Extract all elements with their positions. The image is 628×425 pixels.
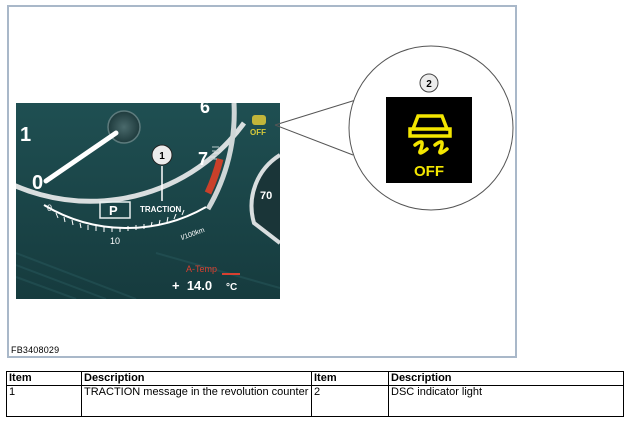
gauge-scale-label: 0 xyxy=(47,203,52,213)
tach-number: 1 xyxy=(20,124,31,146)
instrument-cluster-image: 1 0 6 7 0 10 l/100km P TRACTION 1 A-Temp… xyxy=(16,103,280,299)
table-row: 1 TRACTION message in the revolution cou… xyxy=(6,385,624,417)
small-dsc-off-label: OFF xyxy=(250,128,266,137)
ambient-temp-value: + 14.0 xyxy=(172,278,212,293)
callout-number-2: 2 xyxy=(426,79,432,90)
legend-table: Item Description Item Description 1 TRAC… xyxy=(6,371,624,417)
tach-number: 6 xyxy=(200,103,210,117)
car-skid-icon xyxy=(408,114,452,155)
dsc-indicator-callout: 2 OFF xyxy=(274,45,514,211)
ambient-temp-label: A-Temp xyxy=(186,264,217,274)
speed-number: 70 xyxy=(260,190,272,202)
legend-cell: 2 xyxy=(311,385,389,417)
legend-header-cell: Description xyxy=(81,371,312,386)
gauge-scale-label: 10 xyxy=(110,236,120,246)
legend-cell: 1 xyxy=(6,385,82,417)
legend-cell: TRACTION message in the revolution count… xyxy=(81,385,312,417)
gear-indicator: P xyxy=(109,203,118,218)
ambient-temp-unit: °C xyxy=(226,282,237,293)
dsc-indicator-tile xyxy=(386,97,472,183)
figure-id: FB3408029 xyxy=(11,345,60,355)
callout-number-1: 1 xyxy=(159,151,165,162)
legend-header-cell: Description xyxy=(388,371,624,386)
legend-cell: DSC indicator light xyxy=(388,385,624,417)
legend-header-row: Item Description Item Description xyxy=(6,371,624,386)
legend-header-cell: Item xyxy=(311,371,389,386)
traction-message: TRACTION xyxy=(140,205,182,214)
dsc-off-label: OFF xyxy=(414,163,444,180)
tach-number: 7 xyxy=(198,149,208,169)
legend-header-cell: Item xyxy=(6,371,82,386)
tach-number: 0 xyxy=(32,172,43,194)
